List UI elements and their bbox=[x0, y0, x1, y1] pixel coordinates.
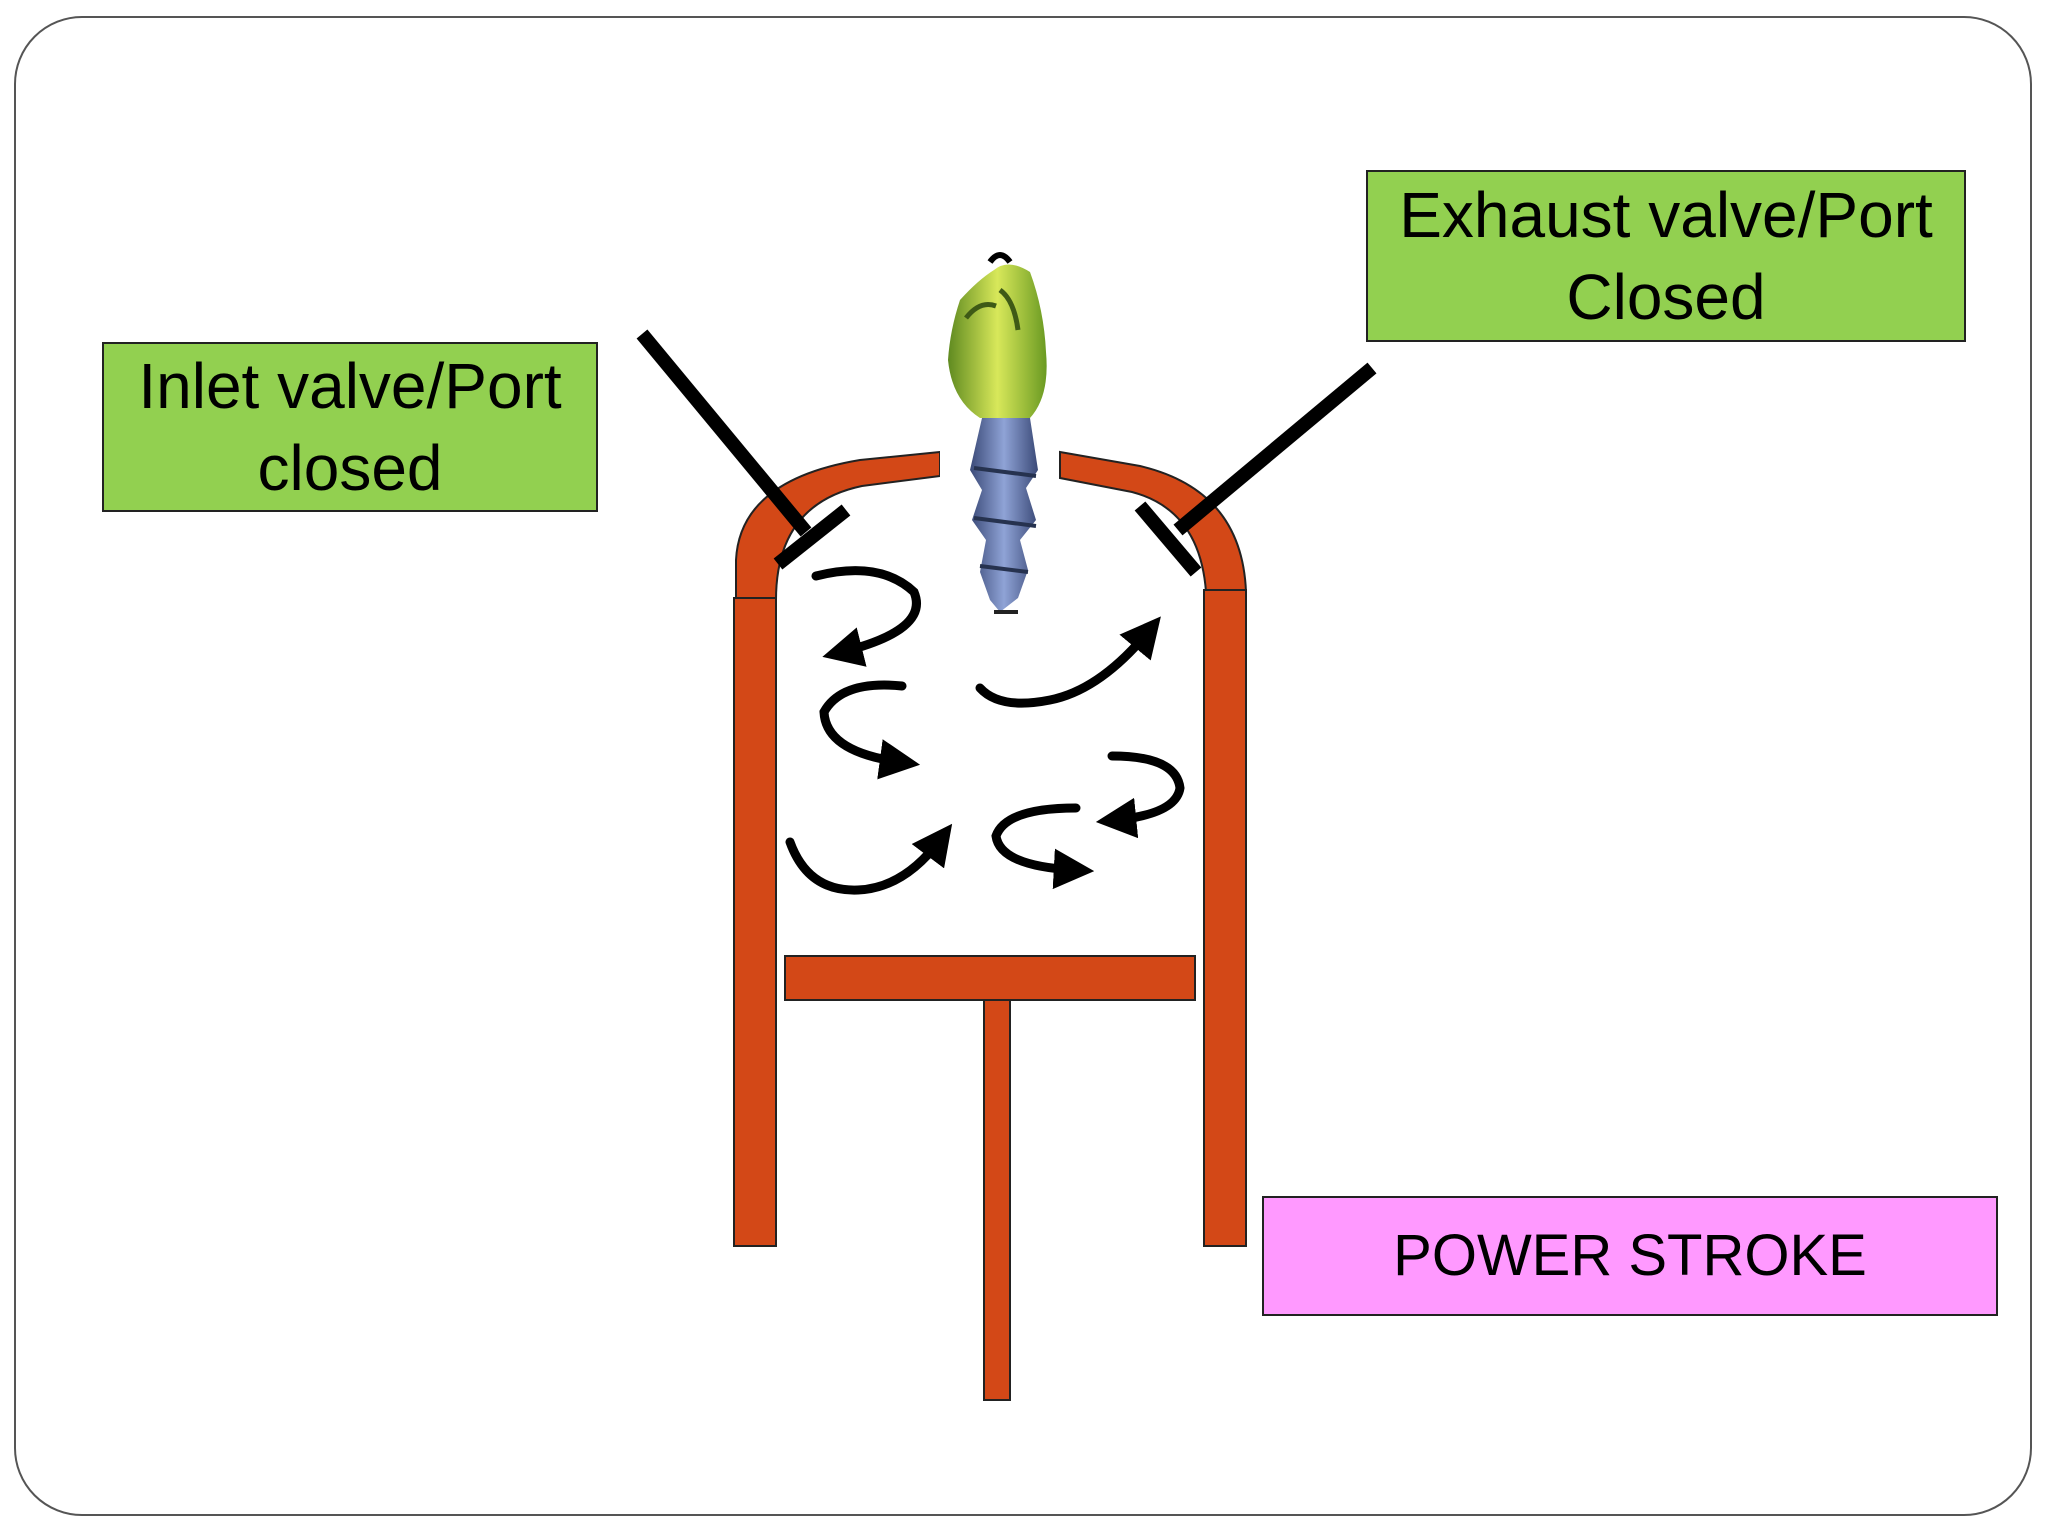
inlet-valve-label: Inlet valve/Port closed bbox=[102, 342, 598, 512]
swirl-arrow-icon bbox=[991, 803, 1095, 890]
fuel-injector-icon bbox=[940, 252, 1058, 616]
swirl-arrow-icon bbox=[1095, 751, 1185, 839]
piston-crown bbox=[784, 955, 1196, 1001]
swirl-arrow-icon bbox=[785, 823, 953, 895]
power-stroke-label-text: POWER STROKE bbox=[1393, 1223, 1867, 1288]
cylinder-wall-left bbox=[733, 597, 777, 1247]
connecting-rod bbox=[983, 999, 1011, 1401]
inlet-valve bbox=[636, 329, 851, 570]
cylinder-wall-right bbox=[1203, 589, 1247, 1247]
exhaust-valve-label-text: Exhaust valve/Port Closed bbox=[1399, 179, 1933, 333]
exhaust-valve bbox=[1134, 362, 1377, 577]
swirl-arrow-icon bbox=[819, 680, 921, 780]
inlet-valve-label-text: Inlet valve/Port closed bbox=[138, 350, 562, 504]
exhaust-valve-label: Exhaust valve/Port Closed bbox=[1366, 170, 1966, 342]
swirl-arrow-icon bbox=[975, 616, 1161, 708]
swirl-arrows bbox=[785, 566, 1185, 895]
swirl-arrow-icon bbox=[811, 566, 921, 667]
power-stroke-label: POWER STROKE bbox=[1262, 1196, 1998, 1316]
